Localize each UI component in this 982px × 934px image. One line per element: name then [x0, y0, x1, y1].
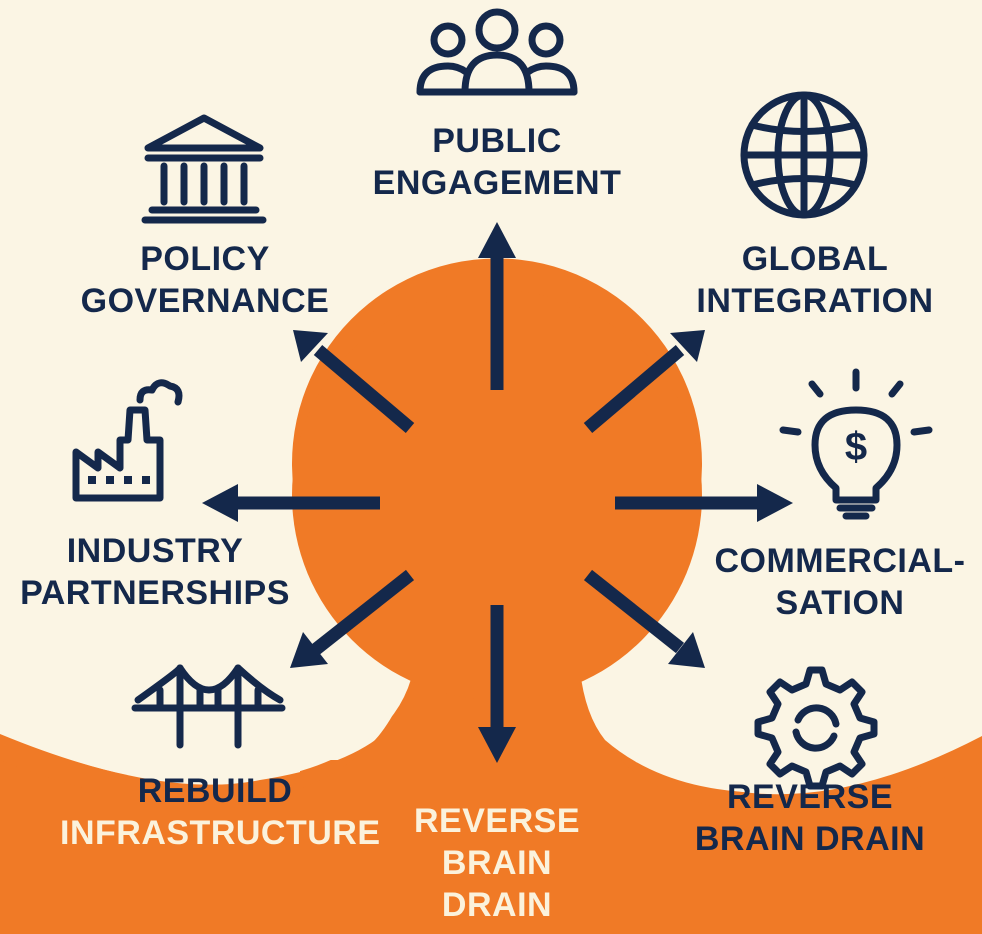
right-arch: [580, 670, 982, 793]
arrow-up-right: [583, 330, 705, 433]
gear-icon: [754, 666, 878, 790]
arrow-down-left: [290, 569, 415, 668]
arrow-down-right: [583, 569, 705, 668]
arrow-right: [615, 484, 793, 522]
people-group-icon: [416, 8, 578, 96]
node-label-commercialisation: COMMERCIAL- SATION: [714, 542, 966, 622]
arrow-down: [478, 605, 516, 763]
left-arch: [0, 660, 415, 783]
hub-circle: [292, 290, 702, 700]
rebuild-word: REBUILD: [137, 772, 293, 810]
node-label-rebuild: REBUILD INFRASTRUCTURE: [60, 770, 380, 854]
node-label-industry-partnerships: INDUSTRY PARTNERSHIPS: [20, 532, 290, 612]
arrow-up: [478, 222, 516, 390]
lightbulb-dollar-icon: $: [779, 368, 933, 520]
right-base-fill: [585, 700, 982, 934]
left-base-fill: [0, 700, 405, 934]
node-label-policy-governance: POLICY GOVERNANCE: [80, 240, 330, 320]
dollar-glyph: $: [845, 425, 867, 469]
infrastructure-word: INFRASTRUCTURE: [60, 814, 381, 852]
arrow-left: [202, 484, 380, 522]
globe-icon: [740, 91, 868, 219]
government-building-icon: [141, 114, 267, 224]
bridge-icon: [131, 664, 286, 749]
arrow-up-left: [293, 330, 415, 433]
node-label-global-integration: GLOBAL INTEGRATION: [696, 240, 934, 320]
node-label-public-engagement: PUBLIC ENGAGEMENT: [372, 122, 622, 202]
node-label-reverse-brain-drain-right: REVERSE BRAIN DRAIN: [694, 778, 926, 858]
factory-icon: [72, 379, 183, 502]
node-label-reverse-brain-drain-bottom: REVERSE BRAIN DRAIN: [414, 802, 580, 924]
